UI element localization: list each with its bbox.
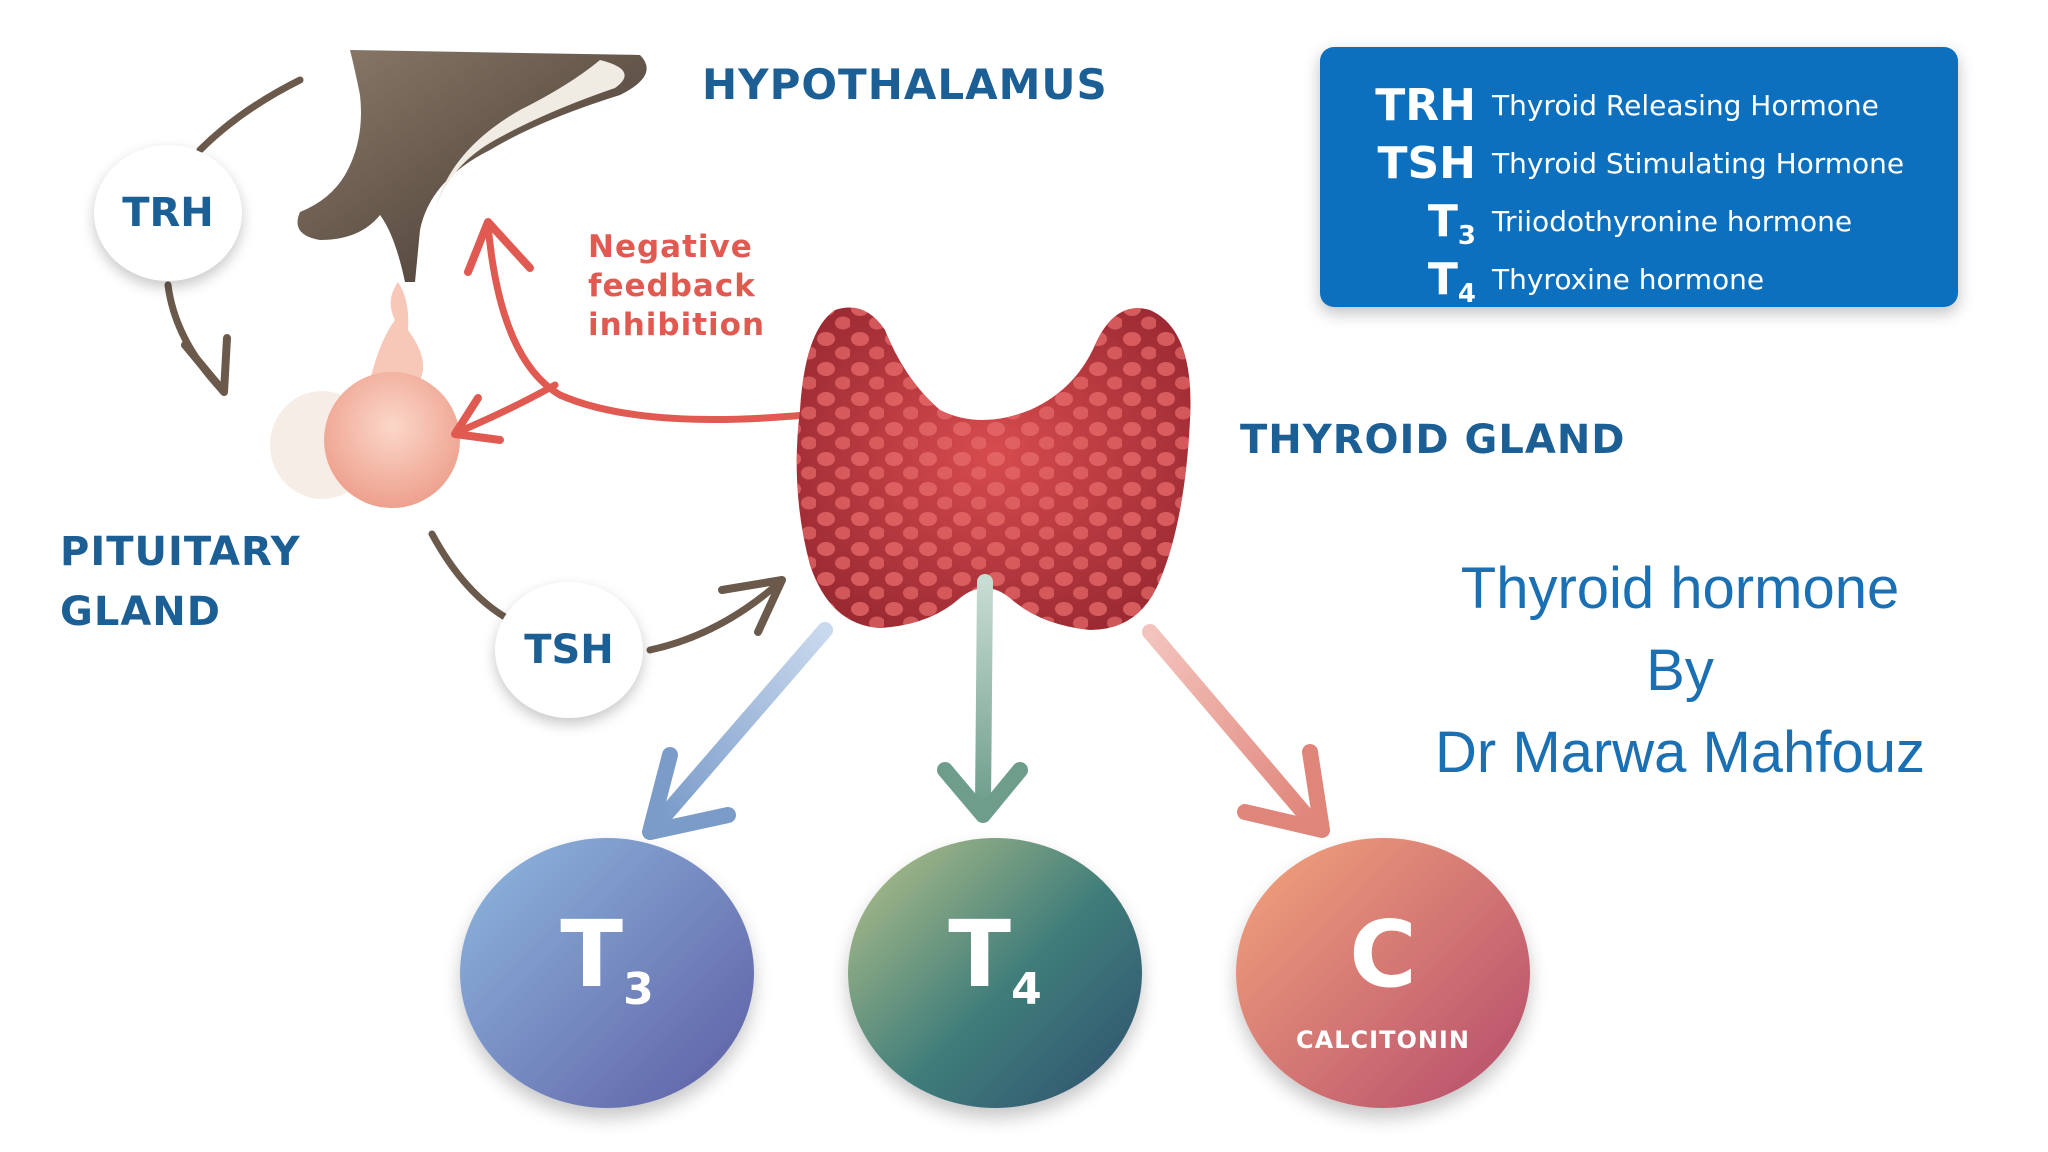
feedback-arrowhead-left	[451, 394, 504, 444]
legend-row-t3: T3 Triiodothyronine hormone	[1320, 193, 1958, 251]
feedback-line1: Negative	[588, 229, 753, 265]
legend-desc: Thyroxine hormone	[1492, 263, 1765, 296]
feedback-arrow-to-pituitary	[454, 381, 559, 436]
feedback-arrowhead-up	[464, 218, 534, 276]
pituitary-gland-label: PITUITARY GLAND	[60, 522, 301, 642]
hypothalamus-highlight	[435, 60, 625, 210]
t3-symbol: T3	[560, 901, 654, 1015]
trh-arrow-top	[196, 76, 304, 154]
title-line2: By	[1646, 638, 1714, 703]
pituitary-anterior-lobe	[324, 372, 460, 508]
feedback-arrow-to-hypothalamus	[484, 221, 809, 423]
negative-feedback-label: Negative feedback inhibition	[588, 228, 765, 345]
legend-row-tsh: TSH Thyroid Stimulating Hormone	[1320, 135, 1958, 193]
legend-row-t4: T4 Thyroxine hormone	[1320, 251, 1958, 309]
legend-row-trh: TRH Thyroid Releasing Hormone	[1320, 77, 1958, 135]
tsh-bubble: TSH	[495, 582, 643, 718]
t4-output-arrow	[975, 574, 993, 813]
t3-output-arrow	[657, 622, 833, 823]
calcitonin-output-arrowhead	[1237, 744, 1330, 838]
thyroid-gland-texture	[796, 307, 1191, 630]
pituitary-stalk	[370, 282, 424, 380]
legend-abbr: T4	[1427, 254, 1476, 309]
legend-abbr: TSH	[1377, 138, 1476, 189]
trh-bubble: TRH	[94, 145, 242, 281]
legend-desc: Triiodothyronine hormone	[1492, 205, 1853, 238]
legend-desc: Thyroid Releasing Hormone	[1492, 89, 1879, 122]
hormone-legend: TRH Thyroid Releasing Hormone TSH Thyroi…	[1320, 47, 1958, 309]
legend-abbr: TRH	[1375, 80, 1476, 131]
t3-output-arrowhead	[642, 747, 736, 840]
t3-hormone-circle: T3	[460, 838, 754, 1108]
calcitonin-symbol: C	[1349, 901, 1417, 1008]
feedback-line3: inhibition	[588, 307, 766, 343]
title-author: Dr Marwa Mahfouz	[1435, 720, 1925, 785]
calcitonin-hormone-circle: C CALCITONIN	[1236, 838, 1530, 1108]
t4-output-arrowhead	[937, 762, 1028, 823]
tsh-arrowhead	[718, 576, 786, 636]
feedback-line2: feedback	[588, 268, 756, 304]
legend-desc: Thyroid Stimulating Hormone	[1492, 147, 1905, 180]
title-line1: Thyroid hormone	[1460, 556, 1900, 621]
pituitary-label-line2: GLAND	[60, 589, 221, 635]
t4-symbol: T4	[948, 901, 1042, 1015]
calcitonin-output-arrow	[1142, 624, 1318, 828]
tsh-arrow-start	[428, 530, 514, 624]
hypothalamus-label: HYPOTHALAMUS	[702, 60, 1108, 109]
pituitary-label-line1: PITUITARY	[60, 529, 301, 575]
calcitonin-name: CALCITONIN	[1296, 1026, 1470, 1054]
trh-arrowhead	[181, 334, 231, 396]
legend-abbr: T3	[1427, 196, 1476, 251]
tsh-arrow-end	[646, 578, 784, 654]
thyroid-gland-label: THYROID GLAND	[1240, 417, 1626, 463]
presentation-title: Thyroid hormone By Dr Marwa Mahfouz	[1380, 548, 1980, 794]
t4-hormone-circle: T4	[848, 838, 1142, 1108]
